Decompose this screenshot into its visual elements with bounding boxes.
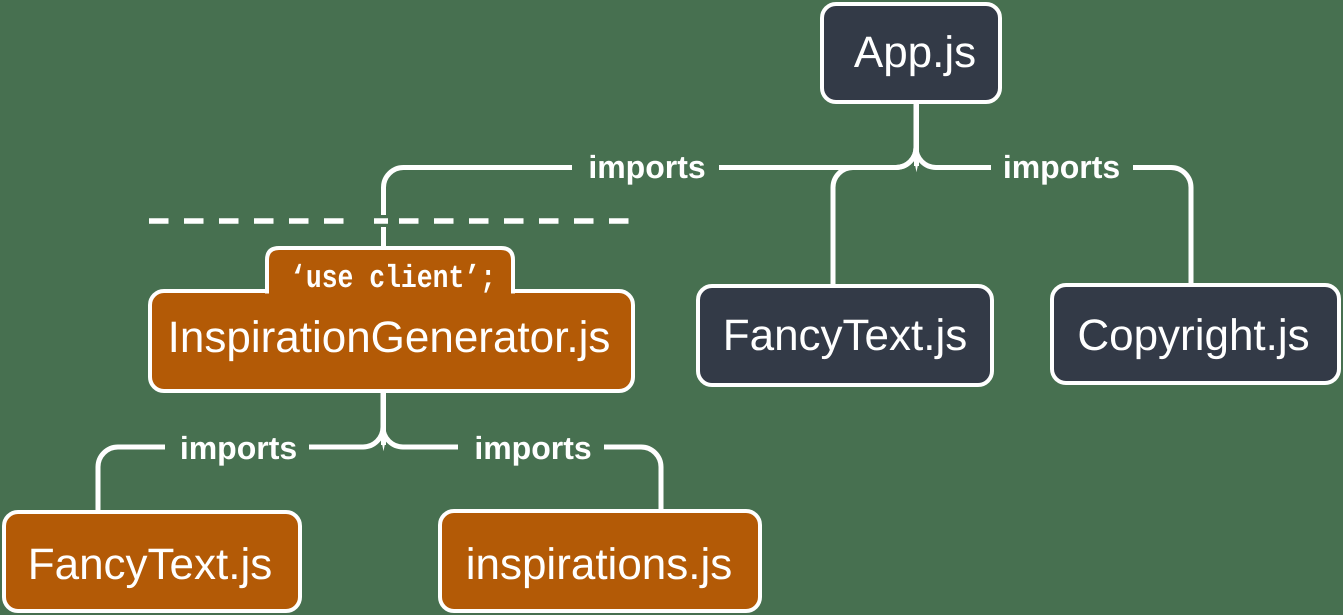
svg-text:FancyText.js: FancyText.js: [723, 311, 968, 360]
svg-text:FancyText.js: FancyText.js: [28, 540, 273, 589]
svg-text:inspirations.js: inspirations.js: [466, 540, 733, 589]
svg-text:InspirationGenerator.js: InspirationGenerator.js: [168, 313, 611, 362]
svg-text:App.js: App.js: [854, 28, 976, 77]
svg-text:imports: imports: [180, 430, 297, 466]
svg-text:imports: imports: [588, 149, 705, 185]
svg-text:imports: imports: [474, 430, 591, 466]
svg-text:‘use client’;: ‘use client’;: [290, 260, 496, 297]
svg-text:imports: imports: [1003, 149, 1120, 185]
svg-text:Copyright.js: Copyright.js: [1077, 311, 1309, 360]
